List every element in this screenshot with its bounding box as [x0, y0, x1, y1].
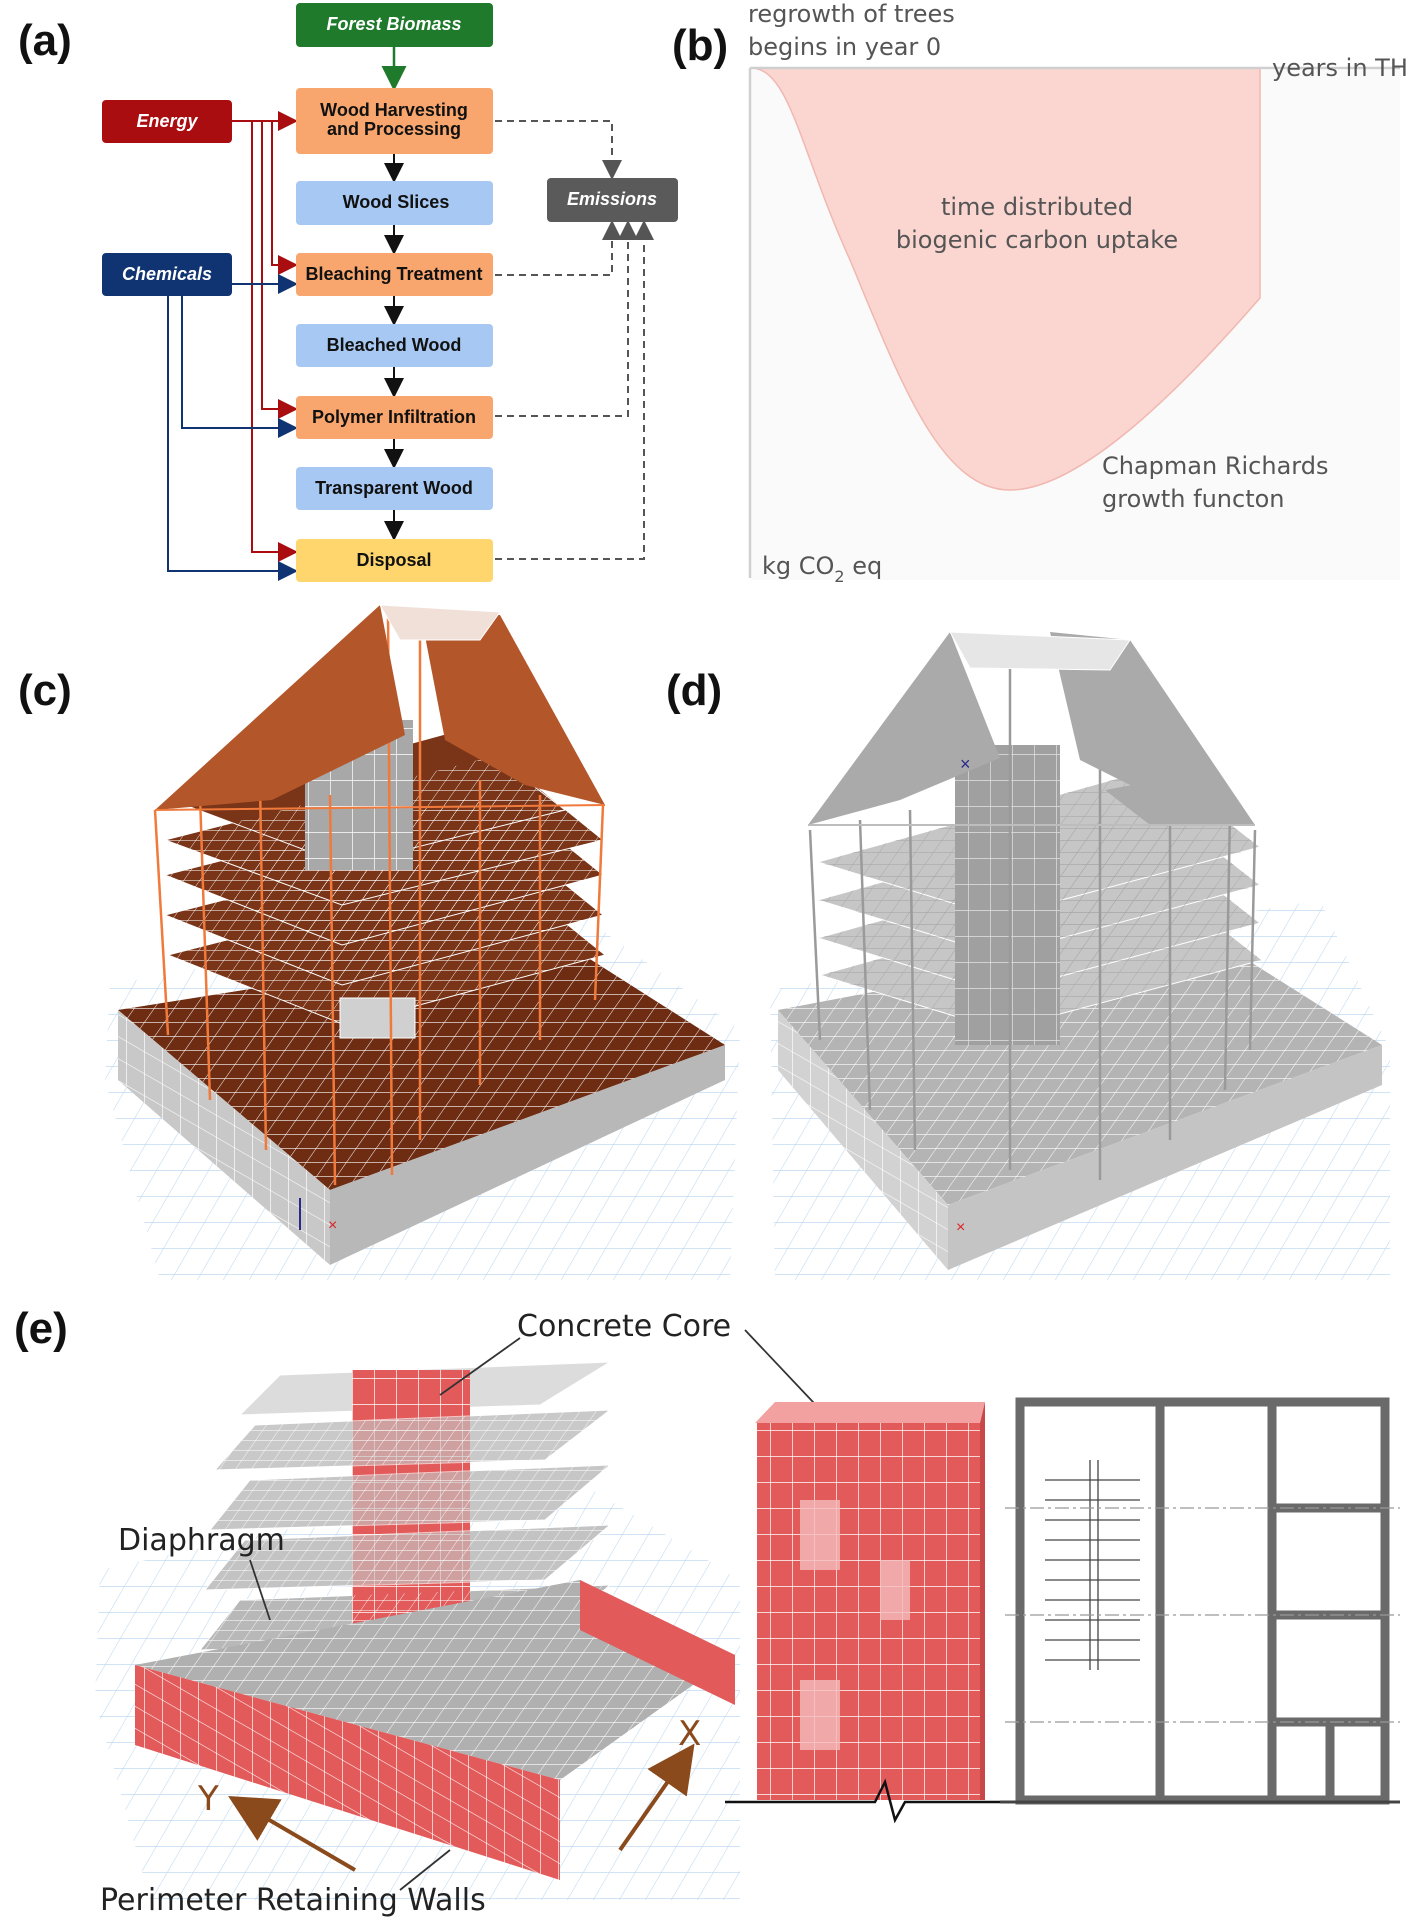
building-model-d: × × — [770, 631, 1390, 1280]
uptake-area — [751, 67, 1261, 491]
panel-label-a: (a) — [18, 16, 72, 65]
roof-left-gray — [808, 632, 1000, 825]
regrowth-label-1: regrowth of trees — [748, 0, 955, 28]
box-bleached-wood: Bleached Wood — [296, 324, 493, 367]
bleaching-treatment-label: Bleaching Treatment — [305, 264, 482, 284]
perimeter-walls-label: Perimeter Retaining Walls — [100, 1883, 486, 1918]
uptake-diagram: regrowth of trees begins in year 0 years… — [748, 0, 1408, 586]
box-transparent-wood: Transparent Wood — [296, 467, 493, 510]
box-polymer-infiltration: Polymer Infiltration — [296, 396, 493, 439]
curve-label-2: growth functon — [1102, 485, 1285, 513]
box-wood-harvesting: Wood Harvesting and Processing — [296, 88, 493, 154]
box-forest-biomass: Forest Biomass — [296, 3, 493, 47]
area-label-2: biogenic carbon uptake — [896, 226, 1178, 254]
floor-plan — [1000, 1397, 1400, 1805]
roof-right-orange — [420, 610, 605, 805]
concrete-core-label: Concrete Core — [517, 1309, 731, 1344]
x-axis-label: years in TH — [1272, 54, 1408, 82]
transparent-wood-label: Transparent Wood — [315, 478, 473, 498]
axis-x-label: X — [678, 1714, 701, 1754]
polymer-infiltration-label: Polymer Infiltration — [312, 407, 476, 427]
disposal-label: Disposal — [356, 550, 431, 570]
axis-x-mark-d: × — [956, 1219, 965, 1236]
box-bleaching-treatment: Bleaching Treatment — [296, 253, 493, 296]
panel-label-b: (b) — [672, 21, 728, 70]
box-wood-slices: Wood Slices — [296, 181, 493, 225]
core-model-e: Y X Concrete Core Diaphragm Perimeter Re… — [95, 1309, 1400, 1918]
area-label-1: time distributed — [941, 193, 1133, 221]
curve-label-1: Chapman Richards — [1102, 452, 1328, 480]
panel-label-c: (c) — [18, 666, 72, 715]
bleached-wood-label: Bleached Wood — [327, 335, 462, 355]
wood-harvesting-label-1: Wood Harvesting — [320, 100, 468, 120]
regrowth-label-2: begins in year 0 — [748, 33, 941, 61]
energy-label: Energy — [136, 111, 198, 131]
forest-biomass-label: Forest Biomass — [326, 14, 461, 34]
axis-y-label: Y — [197, 1779, 219, 1819]
wood-slices-label: Wood Slices — [343, 192, 450, 212]
building-model-c: × — [105, 604, 740, 1280]
chemicals-label: Chemicals — [122, 264, 212, 284]
wood-harvesting-label-2: and Processing — [327, 119, 461, 139]
isolated-core — [725, 1402, 1000, 1824]
box-disposal: Disposal — [296, 539, 493, 582]
panel-label-d: (d) — [666, 666, 722, 715]
axis-x-mark-c: × — [328, 1217, 337, 1234]
box-chemicals: Chemicals — [102, 253, 232, 296]
panel-label-e: (e) — [14, 1304, 68, 1353]
node-marker-d: × — [960, 754, 971, 774]
emissions-label: Emissions — [567, 189, 657, 209]
roof-left-orange — [155, 605, 405, 810]
y-axis-label: kg CO2 eq — [762, 552, 882, 586]
flowchart: Forest Biomass Wood Harvesting and Proce… — [102, 3, 678, 582]
box-energy: Energy — [102, 100, 232, 143]
box-emissions: Emissions — [547, 178, 678, 222]
diaphragm-label: Diaphragm — [118, 1523, 285, 1558]
